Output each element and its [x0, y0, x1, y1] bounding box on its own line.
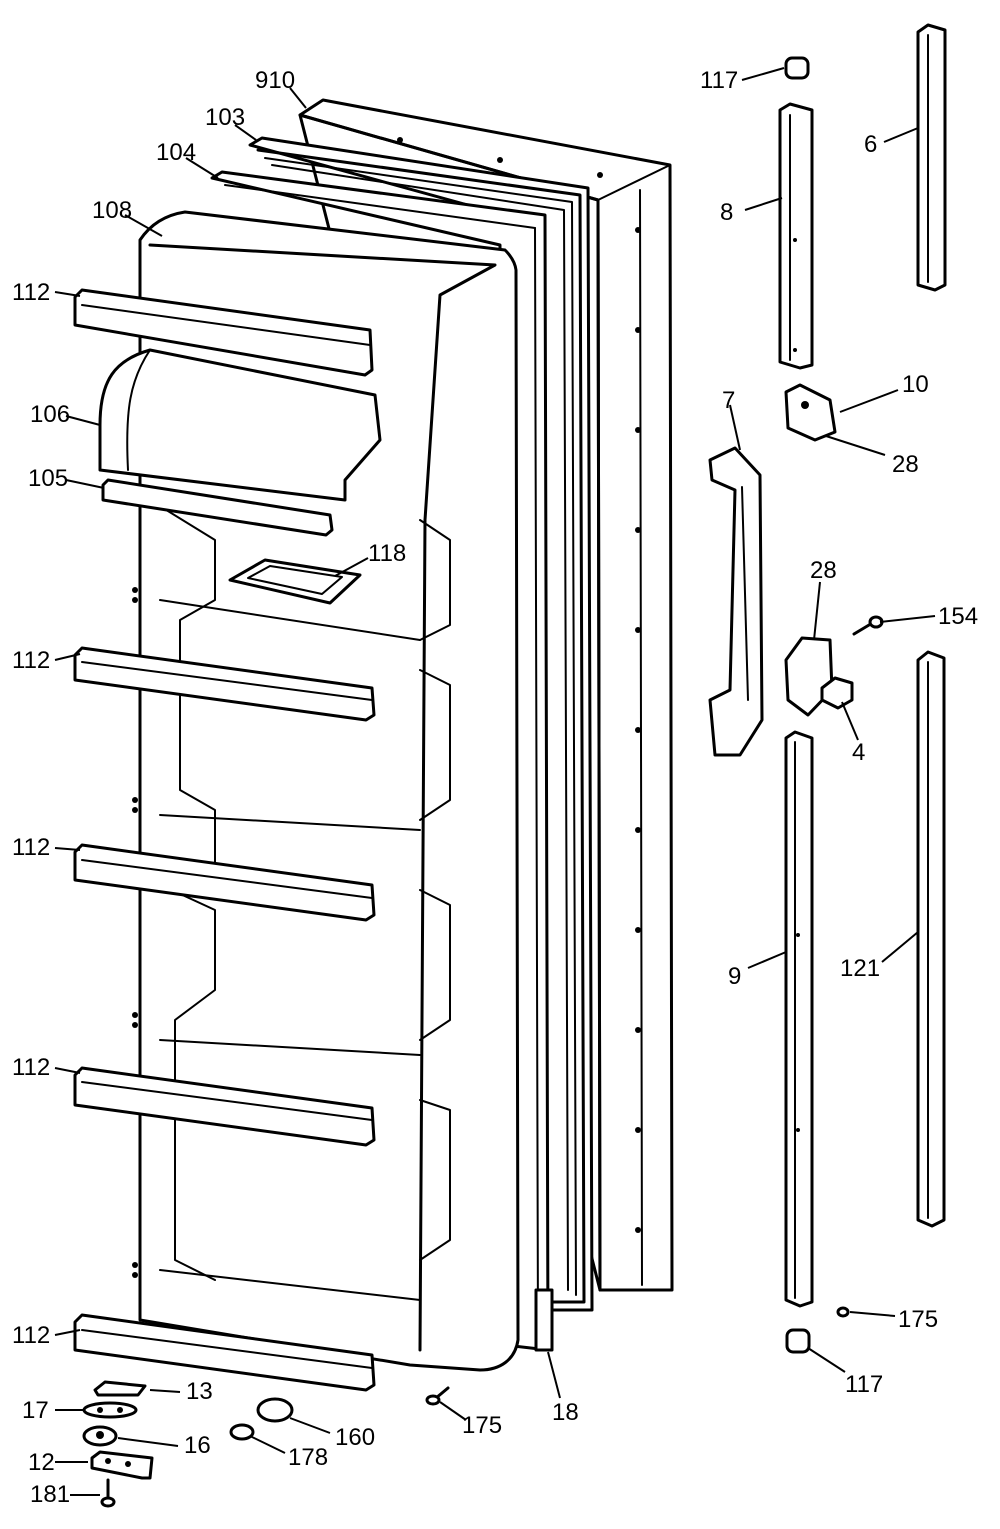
callout-16: 16: [184, 1432, 211, 1459]
washer: [229, 1423, 255, 1441]
leader-lines: [54, 67, 936, 1496]
callout-112-2: 112: [12, 647, 50, 674]
callout-105: 105: [28, 465, 68, 492]
callout-154: 154: [938, 603, 978, 630]
handle-end-cap: [784, 636, 834, 717]
upper-hinge-assembly: [784, 383, 837, 442]
callout-18: 18: [552, 1399, 579, 1426]
callout-28-upper: 28: [892, 451, 919, 478]
egg-tray: [228, 558, 362, 605]
door-shelf-bar: [73, 646, 376, 722]
dairy-compartment-door: [98, 348, 382, 502]
door-shelf-bar: [73, 288, 374, 377]
callout-10: 10: [902, 371, 929, 398]
callout-112-5: 112: [12, 1322, 50, 1349]
callout-9: 9: [728, 963, 741, 990]
callout-12: 12: [28, 1449, 55, 1476]
callout-17: 17: [22, 1397, 49, 1424]
callout-175-right: 175: [898, 1306, 938, 1333]
callout-7: 7: [722, 387, 735, 414]
callout-28-lower: 28: [810, 557, 837, 584]
callout-106: 106: [30, 401, 70, 428]
callout-121: 121: [840, 955, 880, 982]
callout-103: 103: [205, 104, 245, 131]
screw-175-left: [425, 1386, 450, 1406]
screw-175-right: [836, 1306, 850, 1318]
callout-13: 13: [186, 1378, 213, 1405]
screw: [100, 1478, 116, 1508]
callout-117-bottom: 117: [845, 1371, 883, 1398]
callout-4: 4: [852, 739, 865, 766]
hinge-bushing: [93, 1380, 147, 1397]
hinge-screw-154: [852, 615, 884, 636]
door-handle: [708, 446, 764, 757]
door-shelf-bar: [73, 843, 376, 922]
callout-117-top: 117: [700, 67, 738, 94]
side-trim-6: [916, 23, 947, 292]
callout-112-4: 112: [12, 1054, 50, 1081]
callout-112-1: 112: [12, 279, 50, 306]
side-trim-121: [916, 650, 946, 1228]
bottom-hinge-cover: [785, 1328, 811, 1354]
lower-hinge: [90, 1450, 154, 1480]
callout-112-3: 112: [12, 834, 50, 861]
handle-trim-lower: [784, 730, 814, 1308]
callout-181: 181: [30, 1481, 70, 1508]
hinge-shim: [82, 1401, 138, 1419]
bracket-4: [820, 676, 854, 710]
callout-6: 6: [864, 131, 877, 158]
callout-104: 104: [156, 139, 196, 166]
cover-strip-18: [534, 1288, 554, 1352]
callout-178: 178: [288, 1444, 328, 1471]
callout-108: 108: [92, 197, 132, 224]
callout-labels: 910 103 104 108 112 106 105 118 112 112 …: [12, 67, 978, 1508]
callout-118: 118: [368, 540, 406, 567]
door-stop: [256, 1397, 294, 1423]
door-shelf-bar: [73, 1313, 376, 1392]
callout-8: 8: [720, 199, 733, 226]
top-hinge-cover: [784, 56, 810, 80]
dairy-rail: [101, 478, 334, 537]
hinge-pin: [82, 1425, 118, 1447]
door-shelf-bar: [73, 1066, 376, 1147]
callout-160: 160: [335, 1424, 375, 1451]
callout-910: 910: [255, 67, 295, 94]
handle-trim-upper: [778, 102, 814, 370]
callout-175-left: 175: [462, 1412, 502, 1439]
